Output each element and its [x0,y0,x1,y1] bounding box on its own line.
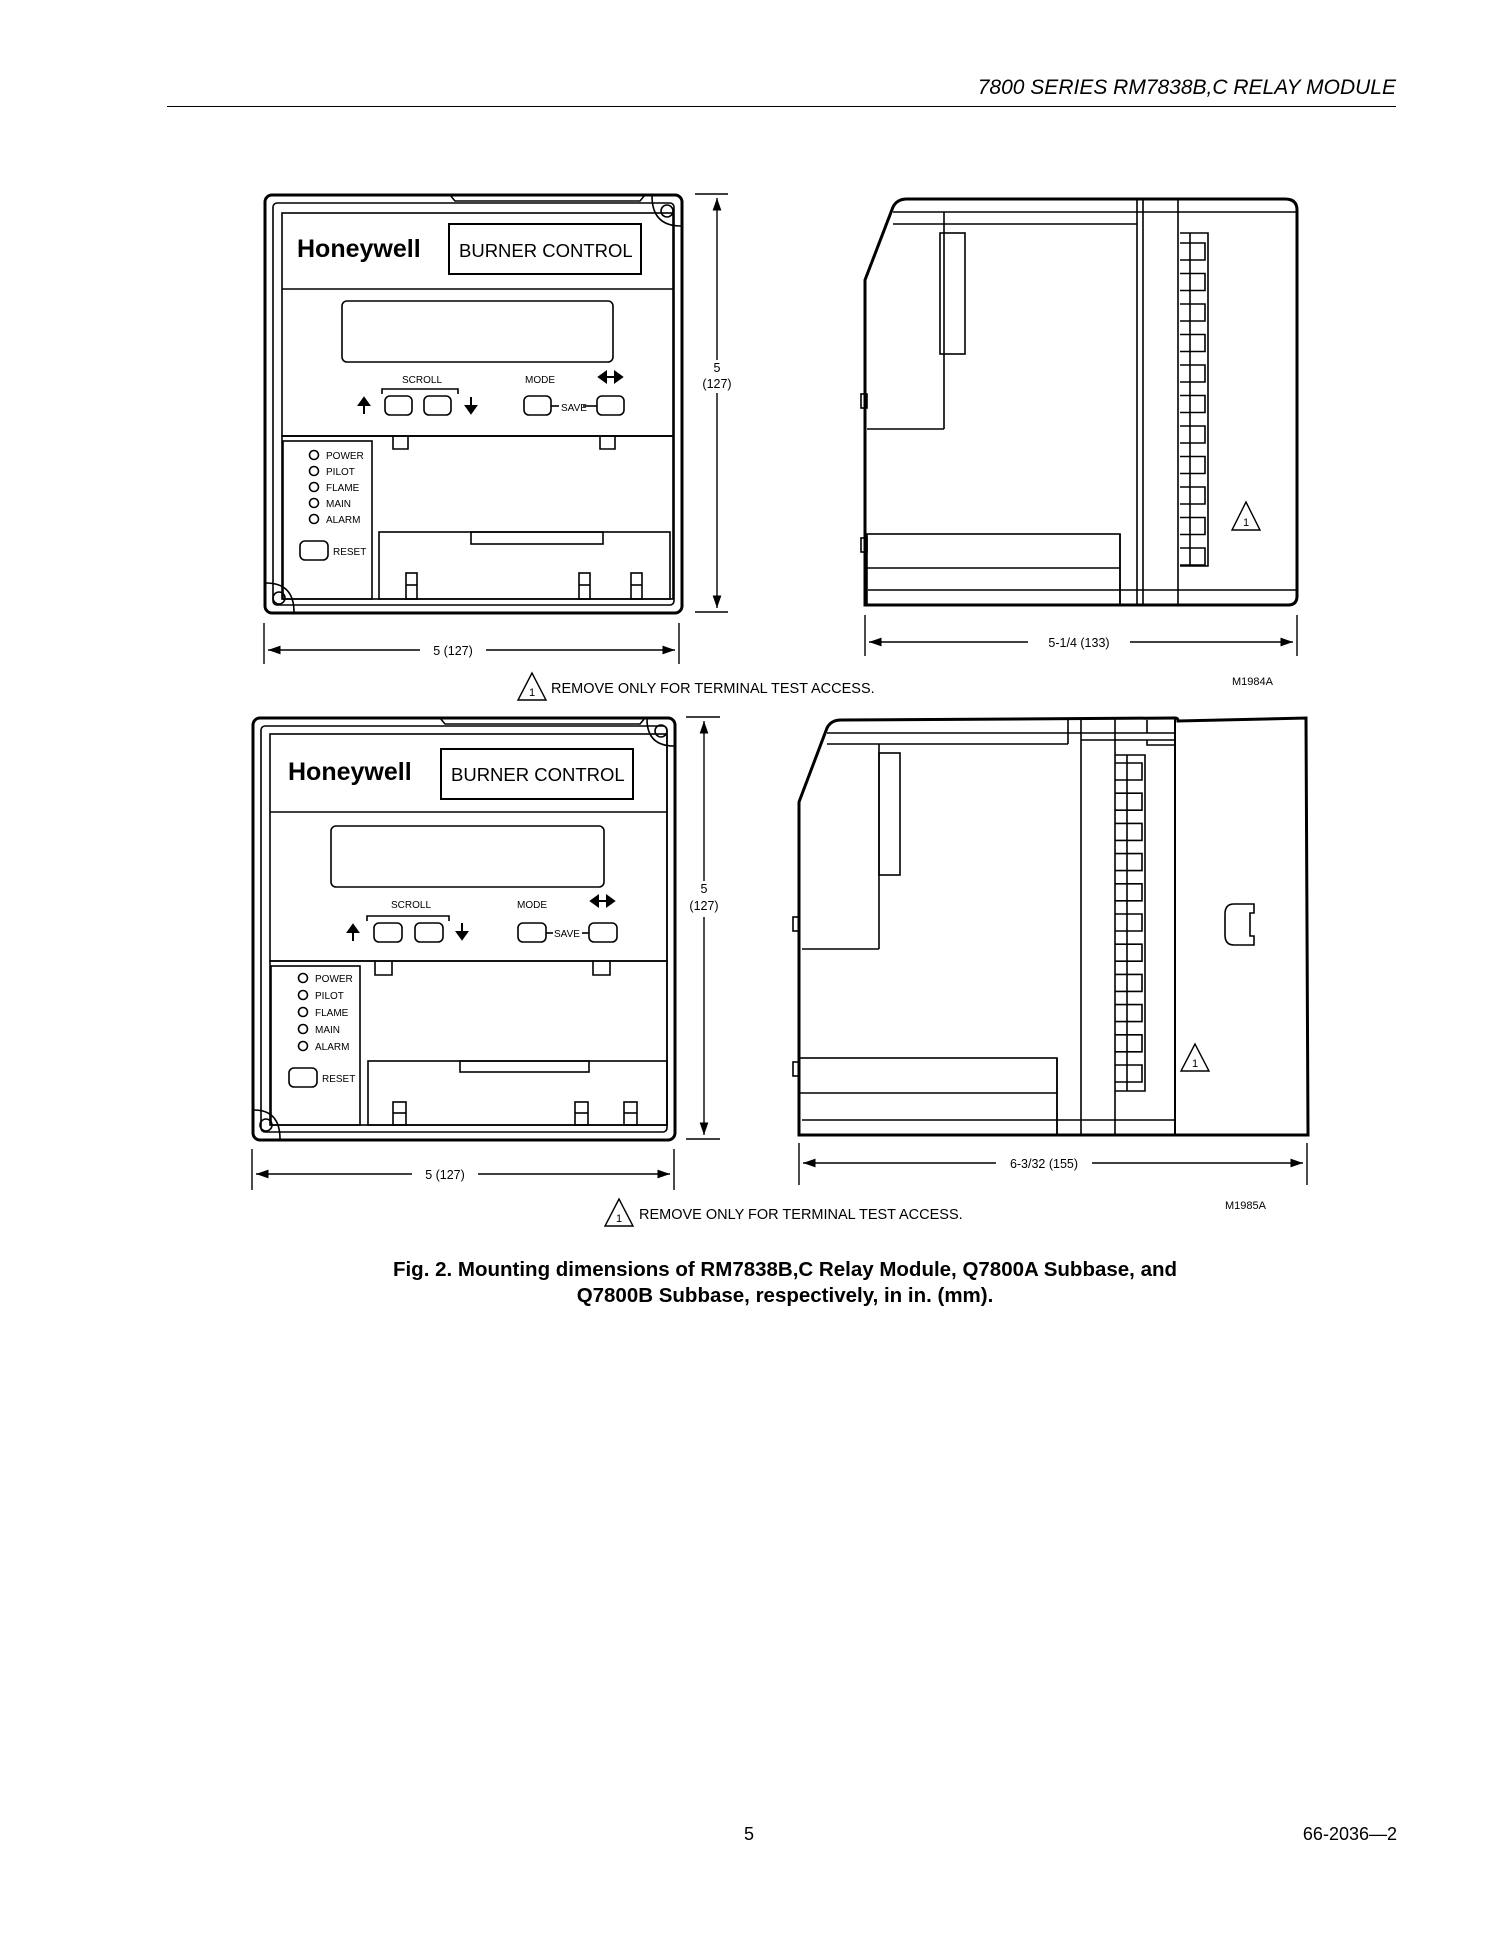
figure1-height-mm: (127) [702,377,731,391]
figure1-note-marker: 1 [529,687,535,699]
figure1-reset-label: RESET [333,547,366,558]
terminal-tooth [1115,883,1143,902]
figure1-depth-label: 5-1/4 (133) [1048,636,1109,650]
terminal-tooth [1115,973,1143,993]
terminal-tooth [1180,272,1206,292]
terminal-tooth [1115,852,1143,872]
figure1-drawing-id: M1984A [1232,676,1274,688]
figure1-width-label: 5 (127) [433,644,473,658]
terminal-tooth [1180,242,1206,261]
terminal-tooth [1115,792,1143,811]
figure2-depth-dimension [798,1143,1308,1185]
figure1-terminal-teeth [1180,242,1206,566]
terminal-tooth [1115,913,1143,932]
figure2-drawing-id: M1985A [1225,1200,1267,1212]
figure1-side-view [860,197,1299,607]
figure2-front-view [251,716,677,1142]
figure2-height-mm: (127) [689,899,718,913]
figure1-led-alarm: ALARM [326,515,360,526]
figure1-scroll-label: SCROLL [402,375,442,386]
figure1-note-text: REMOVE ONLY FOR TERMINAL TEST ACCESS. [551,681,875,697]
terminal-tooth [1180,303,1206,322]
terminal-tooth [1180,455,1206,475]
terminal-tooth [1115,822,1143,842]
figure2-depth-label: 6-3/32 (155) [1010,1157,1078,1171]
terminal-tooth [1115,1064,1143,1083]
figure2-brand-logo: Honeywell [288,758,412,786]
terminal-tooth [1180,516,1206,536]
figure2-led-pilot: PILOT [315,991,344,1002]
terminal-tooth [1115,1003,1143,1023]
page-number: 5 [744,1824,755,1844]
terminal-tooth [1180,333,1206,353]
figure2-note-warning-triangle [603,1197,635,1227]
terminal-tooth [1180,547,1206,566]
figure2-led-power: POWER [315,974,353,985]
figure-caption-line2: Q7800B Subbase, respectively, in in. (mm… [576,1284,994,1307]
figure2-height-inches: 5 [701,882,708,896]
figure2-led-main: MAIN [315,1025,340,1036]
figure2-side-view [792,716,1310,1137]
figure2-note-marker: 1 [616,1213,622,1225]
figure2-led-flame: FLAME [315,1008,349,1019]
figure2-arrow-glyphs [346,894,616,941]
figure1-arrow-glyphs [357,370,624,415]
terminal-tooth [1180,364,1206,383]
figure2-mode-label: MODE [517,900,547,911]
figure2-width-label: 5 (127) [425,1168,465,1182]
terminal-tooth [1115,762,1143,781]
terminal-tooth [1115,1034,1143,1053]
header-rule [167,106,1396,107]
figure2-terminal-teeth [1115,762,1143,1083]
terminal-tooth [1180,394,1206,414]
figure1-brand-logo: Honeywell [297,235,421,263]
figure2-led-alarm: ALARM [315,1042,349,1053]
figure2-save-label: SAVE [554,929,580,940]
figure1-led-flame: FLAME [326,483,360,494]
figure-caption-line1: Fig. 2. Mounting dimensions of RM7838B,C… [392,1258,1178,1281]
terminal-tooth [1115,943,1143,962]
figure1-side-warning-triangle [1230,500,1262,531]
figure2-reset-label: RESET [322,1074,355,1085]
figure2-width-dimension [251,1149,675,1190]
figure1-save-label: SAVE [561,403,587,414]
figure1-front-view [263,193,684,615]
figure1-width-dimension [263,623,680,664]
figure1-panel-label: BURNER CONTROL [459,240,633,261]
figure1-side-note-marker: 1 [1243,517,1249,529]
terminal-tooth [1180,425,1206,444]
figure2-note-text: REMOVE ONLY FOR TERMINAL TEST ACCESS. [639,1207,963,1223]
figure2-height-dimension [686,716,720,1140]
figure-caption: Fig. 2. Mounting dimensions of RM7838B,C… [250,1257,1320,1309]
figure1-depth-dimension [864,615,1298,656]
figure1-led-main: MAIN [326,499,351,510]
figure1-led-pilot: PILOT [326,467,355,478]
figure2-side-warning-triangle [1179,1042,1211,1072]
running-header-title: 7800 SERIES RM7838B,C RELAY MODULE [977,76,1396,99]
document-number: 66-2036—2 [1302,1824,1397,1844]
terminal-tooth [1180,486,1206,505]
figure1-height-inches: 5 [714,361,721,375]
figure1-note-warning-triangle [516,671,548,701]
figure2-side-note-marker: 1 [1192,1058,1198,1070]
figure1-led-power: POWER [326,451,364,462]
figure1-height-dimension [695,193,728,613]
figure2-scroll-label: SCROLL [391,900,431,911]
figure1-mode-label: MODE [525,375,555,386]
figure2-panel-label: BURNER CONTROL [451,764,625,785]
